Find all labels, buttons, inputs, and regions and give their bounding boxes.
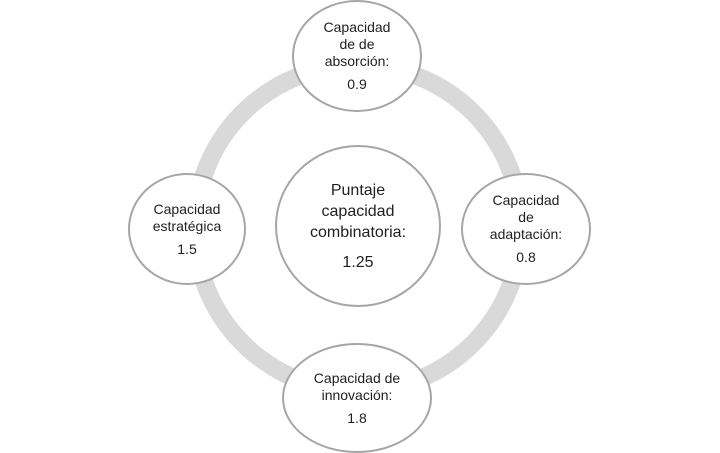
node-strategic-capacity: Capacidad estratégica 1.5 xyxy=(128,173,246,285)
node-innovation-capacity: Capacidad de innovación: 1.8 xyxy=(282,343,432,453)
node-adaptation-capacity-label: Capacidad de adaptación: xyxy=(489,192,563,242)
node-adaptation-capacity: Capacidad de adaptación: 0.8 xyxy=(461,173,591,285)
node-absorption-capacity: Capacidad de de absorción: 0.9 xyxy=(292,0,422,112)
node-absorption-capacity-value: 0.9 xyxy=(347,76,367,92)
node-absorption-capacity-label: Capacidad de de absorción: xyxy=(323,19,391,69)
node-combinatory-capacity-score-label: Puntaje capacidad combinatoria: xyxy=(309,181,407,241)
node-strategic-capacity-value: 1.5 xyxy=(177,240,197,257)
node-innovation-capacity-label: Capacidad de innovación: xyxy=(313,369,401,403)
node-strategic-capacity-label: Capacidad estratégica xyxy=(152,200,222,234)
node-combinatory-capacity-score: Puntaje capacidad combinatoria: 1.25 xyxy=(275,145,441,307)
node-adaptation-capacity-value: 0.8 xyxy=(516,249,536,265)
node-innovation-capacity-value: 1.8 xyxy=(347,409,367,426)
node-combinatory-capacity-score-value: 1.25 xyxy=(342,253,374,271)
